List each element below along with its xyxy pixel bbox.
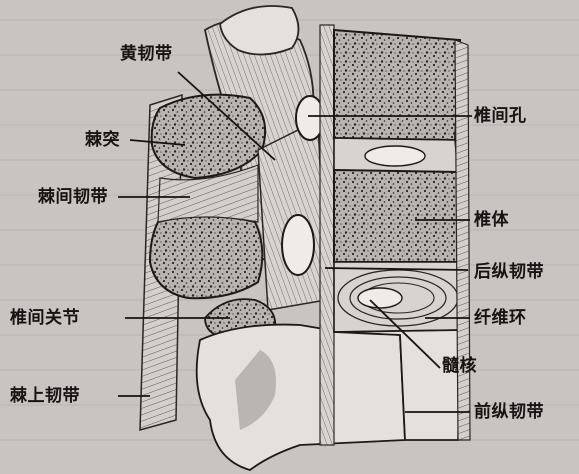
posterior-longitudinal-ligament-strip xyxy=(320,25,334,445)
label-intervertebral-foramen: 椎间孔 xyxy=(474,106,527,126)
label-spinous-process: 棘突 xyxy=(85,130,120,150)
label-ligamentum-flavum: 黄韧带 xyxy=(120,44,173,64)
label-interspinous-ligament: 棘间韧带 xyxy=(38,187,108,207)
lower-intervertebral-foramen xyxy=(282,215,314,275)
label-zygapophyseal-joint: 椎间关节 xyxy=(10,308,80,328)
anterior-longitudinal-ligament-strip xyxy=(455,40,470,440)
middle-vertebral-body xyxy=(334,170,460,262)
label-nucleus-pulposus: 髓核 xyxy=(442,356,477,376)
lower-nucleus-pulposus xyxy=(358,288,402,308)
upper-vertebral-body xyxy=(334,30,460,140)
lower-spinous-process xyxy=(150,216,262,298)
label-vertebral-body: 椎体 xyxy=(474,210,509,230)
ligamentum-flavum-region xyxy=(258,120,326,310)
upper-nucleus-pulposus xyxy=(365,146,425,166)
label-posterior-longitudinal-ligament: 后纵韧带 xyxy=(474,262,544,282)
label-supraspinous-ligament: 棘上韧带 xyxy=(10,386,80,406)
label-anterior-longitudinal-ligament: 前纵韧带 xyxy=(474,402,544,422)
label-annulus-fibrosus: 纤维环 xyxy=(474,308,527,328)
lower-posterior-arch xyxy=(197,325,405,470)
